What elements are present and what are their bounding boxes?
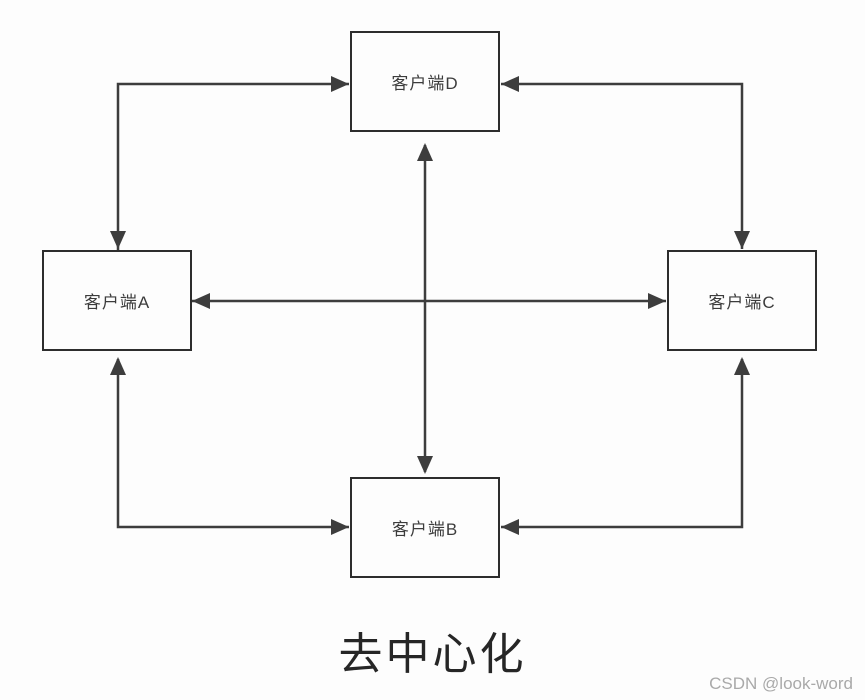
- arrowhead-into-b-top: [417, 456, 433, 474]
- edge-b-c: [501, 359, 744, 529]
- node-client-a-label: 客户端A: [83, 293, 151, 312]
- arrowhead-into-b-left: [331, 519, 349, 535]
- arrowhead-into-d-bottom: [417, 143, 433, 161]
- node-client-a: 客户端A: [42, 250, 192, 351]
- arrowhead-into-d-right: [501, 76, 519, 92]
- arrowhead-into-b-right: [501, 519, 519, 535]
- edge-d-c: [501, 82, 744, 249]
- arrowhead-into-d-left: [331, 76, 349, 92]
- node-client-c: 客户端C: [667, 250, 817, 351]
- arrowhead-into-a-right: [192, 293, 210, 309]
- node-client-d-label: 客户端D: [391, 74, 459, 93]
- arrowhead-into-c-bottom: [734, 357, 750, 375]
- arrowhead-into-a-top: [110, 231, 126, 249]
- node-client-b-label: 客户端B: [391, 520, 459, 539]
- arrowhead-into-c-top: [734, 231, 750, 249]
- edge-a-b: [116, 359, 349, 529]
- edge-a-d: [116, 82, 349, 250]
- node-client-b: 客户端B: [350, 477, 500, 578]
- watermark: CSDN @look-word: [709, 674, 853, 693]
- arrowhead-into-c-left: [648, 293, 666, 309]
- diagram-title: 去中心化: [338, 630, 527, 679]
- node-client-c-label: 客户端C: [708, 293, 776, 312]
- arrowhead-into-a-bottom: [110, 357, 126, 375]
- node-client-d: 客户端D: [350, 31, 500, 132]
